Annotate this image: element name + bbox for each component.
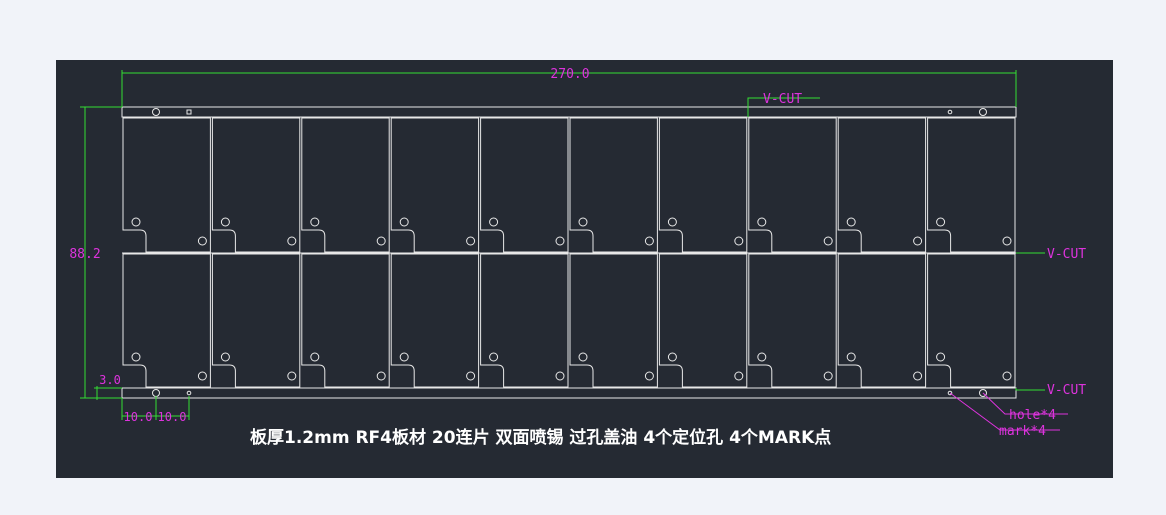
vcut-leader-bottom bbox=[1015, 388, 1045, 391]
unit-hole bbox=[197, 236, 207, 246]
unit-hole bbox=[578, 352, 588, 362]
unit-hole bbox=[466, 236, 476, 246]
unit-hole bbox=[757, 352, 767, 362]
board-unit bbox=[480, 253, 569, 388]
mark-point-icon bbox=[186, 109, 192, 115]
top-rail bbox=[121, 106, 1017, 118]
board-unit bbox=[748, 253, 837, 388]
dimension-lines bbox=[80, 70, 1068, 431]
mark-point-icon bbox=[186, 390, 192, 396]
unit-hole bbox=[399, 217, 409, 227]
unit-hole bbox=[220, 352, 230, 362]
board-unit bbox=[480, 117, 569, 253]
mark-leader bbox=[949, 392, 1060, 431]
board-unit bbox=[748, 117, 837, 253]
unit-hole bbox=[197, 371, 207, 381]
board-unit bbox=[658, 117, 748, 253]
unit-hole bbox=[489, 352, 499, 362]
unit-hole bbox=[555, 371, 565, 381]
unit-hole bbox=[131, 217, 141, 227]
board-unit bbox=[837, 253, 927, 388]
unit-hole bbox=[823, 236, 833, 246]
board-spec-note: 板厚1.2mm RF4板材 20连片 双面喷锡 过孔盖油 4个定位孔 4个MAR… bbox=[250, 427, 831, 448]
cad-viewport-background bbox=[56, 60, 1113, 478]
board-unit bbox=[211, 117, 301, 253]
unit-hole bbox=[399, 352, 409, 362]
unit-hole bbox=[489, 217, 499, 227]
unit-hole bbox=[578, 217, 588, 227]
unit-hole bbox=[823, 371, 833, 381]
unit-hole bbox=[757, 217, 767, 227]
board-unit bbox=[569, 117, 658, 253]
unit-hole bbox=[936, 352, 946, 362]
dimension-height-label: 88.2 bbox=[69, 247, 100, 262]
mark-point-icon bbox=[947, 109, 953, 115]
board-unit bbox=[569, 253, 658, 388]
dimension-hole-offset-2: 10.0 bbox=[158, 410, 187, 424]
unit-hole bbox=[220, 217, 230, 227]
board-unit bbox=[301, 117, 390, 253]
board-unit bbox=[837, 117, 927, 253]
unit-hole bbox=[287, 371, 297, 381]
unit-hole bbox=[846, 217, 856, 227]
unit-hole bbox=[734, 371, 744, 381]
vcut-callout-bottom: V-CUT bbox=[1047, 383, 1086, 398]
bottom-rail bbox=[121, 387, 1017, 399]
board-unit bbox=[122, 117, 211, 253]
unit-hole bbox=[466, 371, 476, 381]
board-unit bbox=[658, 253, 748, 388]
dimension-width-label: 270.0 bbox=[550, 67, 589, 82]
mark-callout: mark*4 bbox=[999, 424, 1046, 439]
board-unit bbox=[301, 253, 390, 388]
panel-outline bbox=[121, 106, 1017, 399]
unit-hole bbox=[131, 352, 141, 362]
mark-point-icon bbox=[947, 390, 953, 396]
unit-hole bbox=[644, 371, 654, 381]
board-unit bbox=[211, 253, 301, 388]
dimension-rail-label: 3.0 bbox=[99, 373, 121, 387]
board-unit bbox=[122, 253, 211, 388]
unit-hole bbox=[376, 371, 386, 381]
tooling-hole-icon bbox=[979, 389, 987, 397]
unit-hole bbox=[644, 236, 654, 246]
tooling-hole-icon bbox=[152, 108, 160, 116]
board-unit bbox=[927, 253, 1016, 388]
unit-hole bbox=[310, 352, 320, 362]
tooling-hole-icon bbox=[979, 108, 987, 116]
hole-leader bbox=[982, 392, 1068, 415]
board-unit bbox=[390, 117, 480, 253]
unit-hole bbox=[846, 352, 856, 362]
unit-hole bbox=[1002, 236, 1012, 246]
unit-hole bbox=[1002, 371, 1012, 381]
board-unit bbox=[390, 253, 480, 388]
unit-hole bbox=[913, 236, 923, 246]
unit-hole bbox=[287, 236, 297, 246]
vcut-callout-middle: V-CUT bbox=[1047, 247, 1086, 262]
vcut-callout-top: V-CUT bbox=[763, 92, 802, 107]
unit-hole bbox=[667, 352, 677, 362]
unit-hole bbox=[734, 236, 744, 246]
unit-hole bbox=[310, 217, 320, 227]
vcut-leader-top bbox=[747, 97, 820, 117]
unit-hole bbox=[913, 371, 923, 381]
unit-hole bbox=[667, 217, 677, 227]
dimension-hole-offset-1: 10.0 bbox=[124, 410, 153, 424]
unit-hole bbox=[936, 217, 946, 227]
unit-hole bbox=[376, 236, 386, 246]
hole-callout: hole*4 bbox=[1009, 408, 1056, 423]
unit-hole bbox=[555, 236, 565, 246]
board-unit bbox=[927, 117, 1016, 253]
